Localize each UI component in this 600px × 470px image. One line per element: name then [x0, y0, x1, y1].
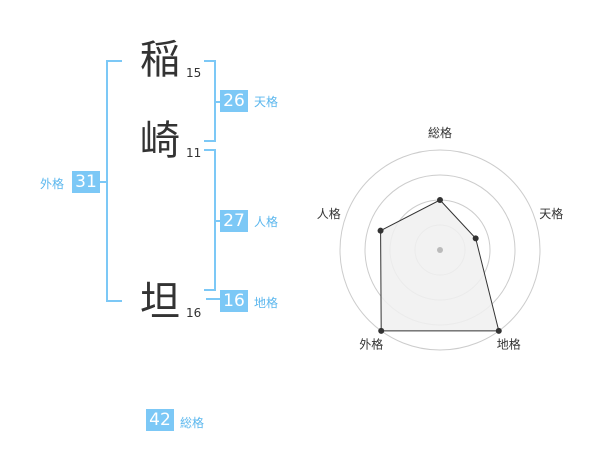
radar-chart: 総格 天格 地格 外格 人格 — [317, 125, 564, 352]
surname-char-2-strokes: 11 — [186, 146, 202, 160]
radar-area — [380, 199, 500, 332]
radar-point — [377, 227, 384, 234]
given-char-1: 坦 — [140, 279, 180, 325]
radar-axis-label-jinkaku: 人格 — [317, 206, 341, 221]
radar-axis-label-gaikaku: 外格 — [359, 337, 383, 352]
tenkaku-label: 天格 — [254, 95, 279, 109]
radar-point — [437, 197, 443, 203]
radar-point — [495, 327, 502, 334]
soukaku-badge: 42 — [146, 409, 174, 431]
gaikaku-badge: 31 — [72, 171, 100, 193]
radar-point — [472, 235, 479, 242]
radar-axis-label-soukaku: 総格 — [428, 125, 452, 140]
surname-char-1-strokes: 15 — [186, 66, 202, 80]
radar-point — [378, 327, 385, 334]
radar-points — [377, 197, 502, 334]
radar-axis-label-tenkaku: 天格 — [539, 206, 563, 221]
surname-char-1: 稲 — [140, 37, 180, 83]
jinkaku-label: 人格 — [254, 215, 279, 229]
tenkaku-badge: 26 — [220, 90, 248, 112]
radar-center-point — [437, 247, 443, 253]
surname-char-2: 崎 — [140, 118, 180, 164]
jinkaku-badge: 27 — [220, 210, 248, 232]
radar-grid-ring — [339, 149, 541, 351]
gaikaku-bracket — [106, 60, 122, 302]
gaikaku-bracket-tick — [98, 181, 106, 183]
radar-axis-label-chikaku: 地格 — [497, 337, 521, 352]
given-char-1-strokes: 16 — [186, 306, 202, 320]
chikaku-connector — [206, 298, 220, 300]
jinkaku-bracket-tick — [214, 220, 220, 222]
chikaku-label: 地格 — [254, 296, 279, 310]
gaikaku-label: 外格 — [40, 177, 65, 191]
soukaku-label: 総格 — [180, 416, 205, 430]
chikaku-badge: 16 — [220, 290, 248, 312]
tenkaku-bracket-tick — [214, 101, 220, 103]
